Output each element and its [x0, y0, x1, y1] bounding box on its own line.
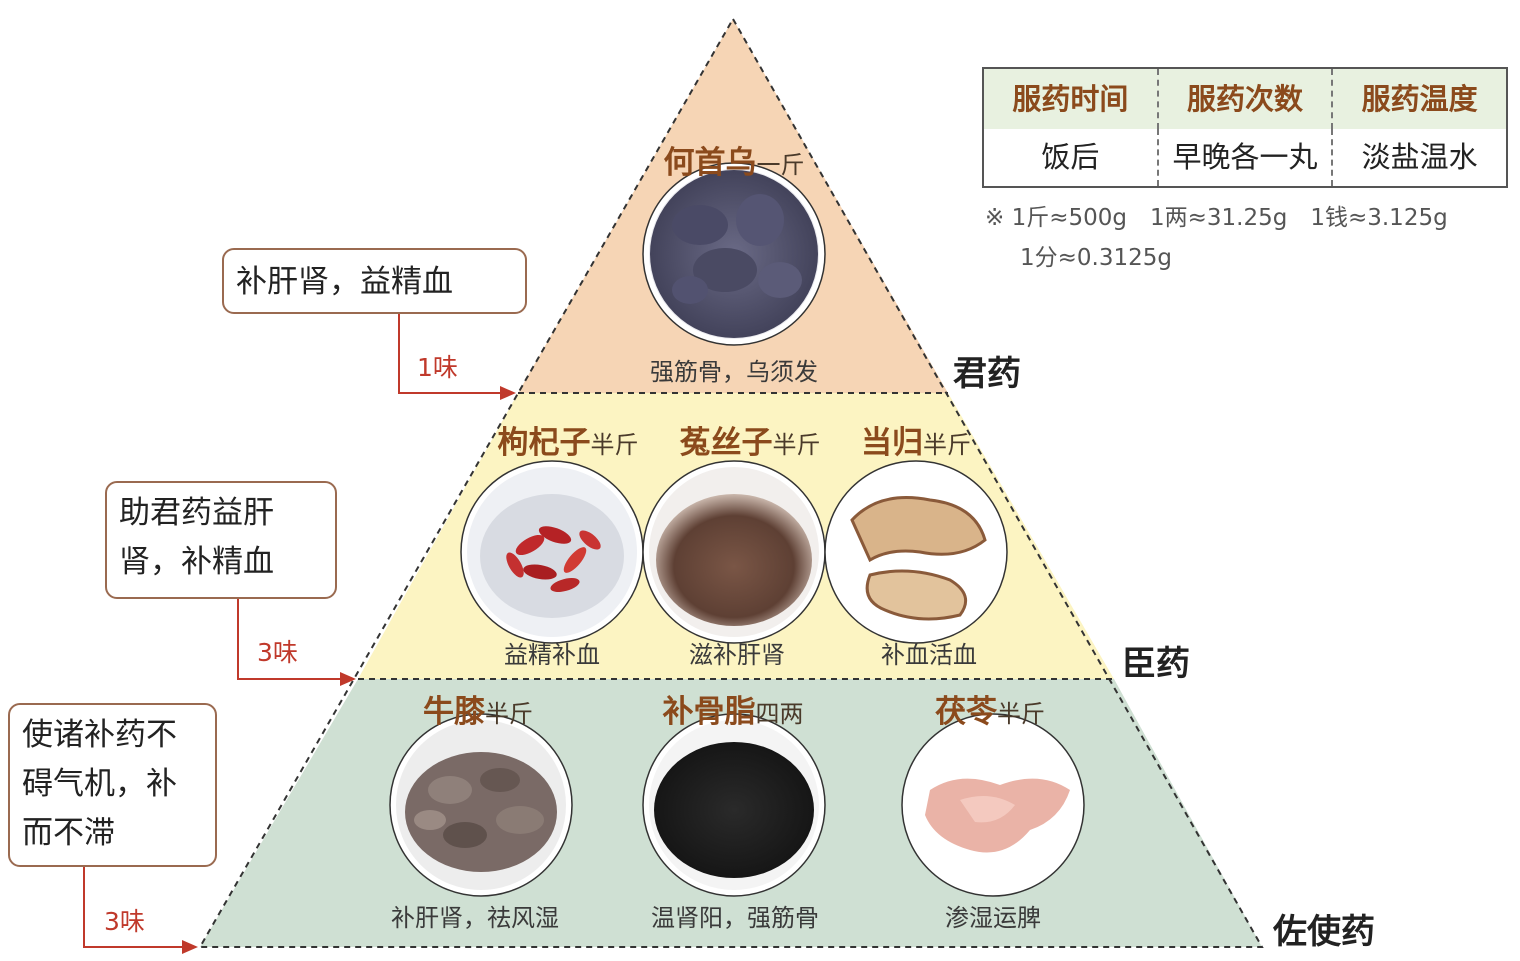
herb-heshouwu: 何首乌一斤	[664, 148, 805, 179]
table-row: 饭后 早晚各一丸 淡盐温水	[983, 129, 1507, 187]
danggui-photo	[824, 460, 1008, 644]
middle-callout-arrow	[237, 598, 356, 686]
dosage-table: 服药时间 服药次数 服药温度 饭后 早晚各一丸 淡盐温水	[982, 67, 1508, 188]
herb-name: 补骨脂	[662, 694, 756, 730]
herb-gouqizi: 枸杞子半斤	[498, 428, 639, 459]
tusizi-photo	[642, 460, 826, 644]
herb-effect: 强筋骨，乌须发	[650, 358, 818, 386]
herb-amount: 半斤	[923, 431, 971, 459]
bottom-count: 3味	[104, 907, 145, 936]
herb-amount: 一斤	[756, 151, 805, 179]
table-header: 服药时间	[983, 68, 1158, 129]
tier-label-bottom: 佐使药	[1273, 912, 1375, 952]
buguzhi-photo	[642, 713, 826, 897]
herb-name: 茯苓	[935, 694, 997, 730]
top-callout-arrow	[398, 313, 516, 400]
herb-effect: 益精补血	[504, 641, 600, 669]
herb-amount: 四两	[755, 700, 804, 728]
herb-effect: 补血活血	[881, 641, 977, 669]
bottom-callout-arrow	[83, 867, 198, 954]
herb-name: 牛膝	[423, 694, 485, 730]
top-callout: 补肝肾，益精血	[222, 248, 527, 314]
herb-danggui: 当归半斤	[861, 428, 971, 459]
herb-amount: 半斤	[485, 700, 533, 728]
herb-name: 枸杞子	[497, 425, 591, 461]
gouqizi-photo	[460, 460, 644, 644]
table-cell: 饭后	[1041, 140, 1100, 174]
herb-effect: 温肾阳，强筋骨	[651, 904, 819, 932]
table-cell: 淡盐温水	[1331, 129, 1507, 187]
middle-callout: 助君药益肝肾，补精血	[105, 481, 337, 599]
fuling-photo	[901, 713, 1085, 897]
herb-name: 菟丝子	[679, 425, 773, 461]
top-count: 1味	[417, 353, 458, 382]
niuxi-photo	[389, 713, 573, 897]
herb-buguzhi: 补骨脂四两	[663, 697, 804, 728]
table-header: 服药温度	[1331, 68, 1507, 129]
herb-effect: 补肝肾，祛风湿	[391, 904, 559, 932]
herb-amount: 半斤	[997, 700, 1045, 728]
table-header-row: 服药时间 服药次数 服药温度	[983, 68, 1507, 129]
bottom-callout: 使诸补药不碍气机，补而不滞	[8, 703, 217, 867]
herb-name: 何首乌	[663, 145, 757, 181]
herb-amount: 半斤	[590, 431, 639, 459]
middle-count: 3味	[257, 638, 298, 667]
unit-note-line1: ※ 1斤≈500g 1两≈31.25g 1钱≈3.125g	[985, 205, 1448, 231]
pyramid-outline	[198, 16, 1264, 948]
herb-effect: 滋补肝肾	[689, 641, 785, 669]
herb-niuxi: 牛膝半斤	[423, 697, 533, 728]
herb-amount: 半斤	[772, 431, 821, 459]
table-header: 服药次数	[1156, 68, 1333, 129]
tier-label-top: 君药	[953, 354, 1021, 394]
herb-fuling: 茯苓半斤	[935, 697, 1045, 728]
herb-tusizi: 菟丝子半斤	[680, 428, 821, 459]
unit-note-line2: 1分≈0.3125g	[1020, 245, 1172, 271]
herb-effect: 渗湿运脾	[945, 904, 1041, 932]
herb-name: 当归	[861, 425, 923, 461]
tier-label-middle: 臣药	[1122, 644, 1190, 684]
table-cell: 早晚各一丸	[1156, 129, 1333, 187]
heshouwu-photo	[642, 162, 826, 346]
